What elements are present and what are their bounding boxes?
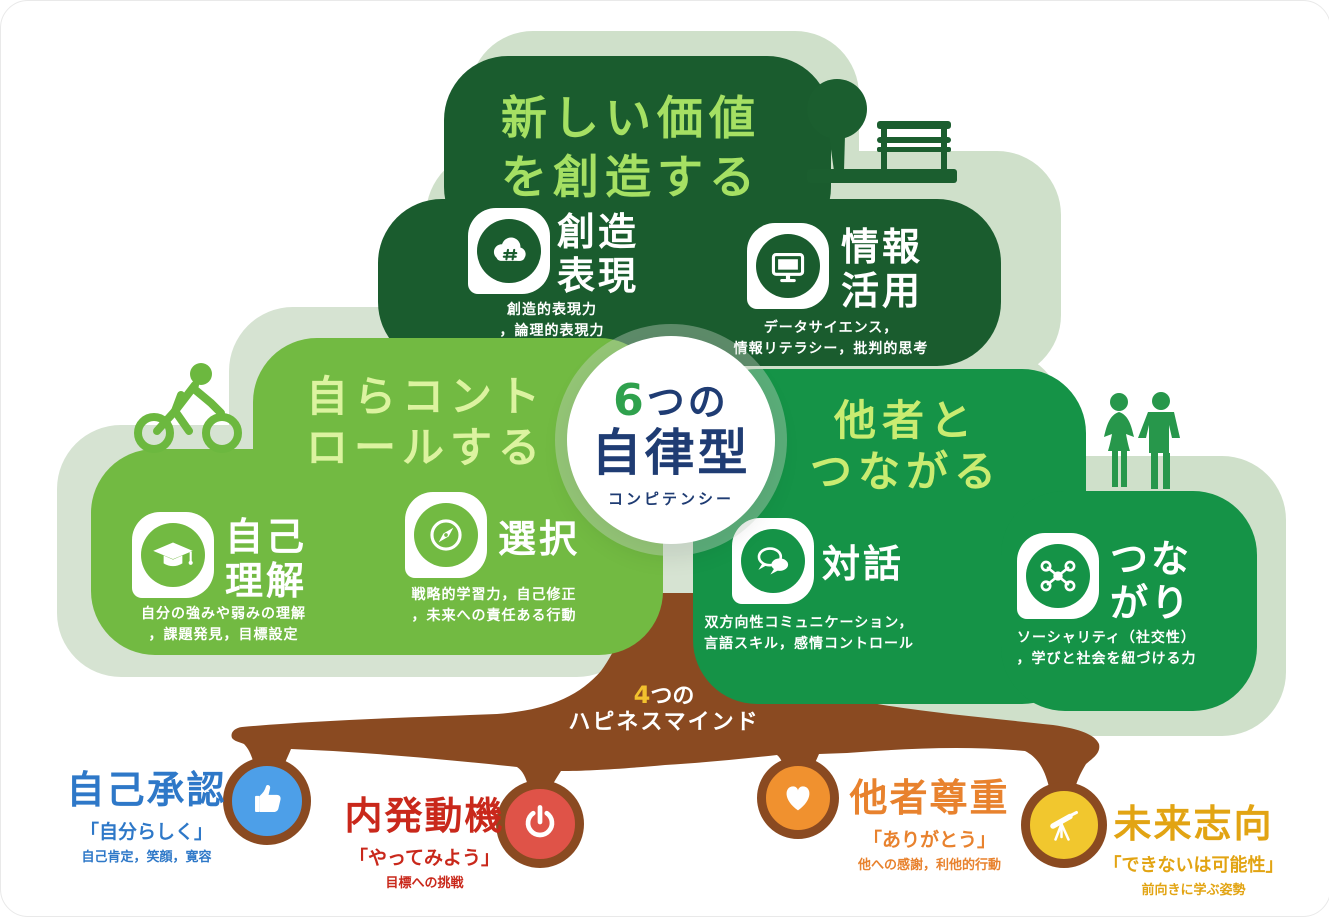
happiness-minds-count-line: 4つの xyxy=(564,681,764,710)
information-use-desc: データサイエンス， 情報リテラシー，批判的思考 xyxy=(651,318,1011,360)
intrinsic-motivation-desc: 目標への挑戦 xyxy=(385,876,464,891)
self-understanding-desc-line2: ，課題発見，目標設定 xyxy=(148,627,299,643)
dialogue-label-line1: 対話 xyxy=(822,542,905,586)
park-tree-bench-icon xyxy=(799,77,964,193)
information-use-icon-box xyxy=(747,223,829,309)
self-approval-label: 自己承認 「自分らしく」 自己肯定，笑顔，寛容 xyxy=(59,759,234,865)
self-approval-desc: 自己肯定，笑顔，寛容 xyxy=(81,850,212,865)
choice-desc-line1: 戦略的学習力，自己修正 xyxy=(411,587,577,603)
respect-others-circle xyxy=(757,757,839,839)
creative-expression-desc-line2: ，論理的表現力 xyxy=(499,323,605,339)
speech-bubbles-icon xyxy=(741,529,805,593)
respect-others-label: 他者尊重 「ありがとう」 他への感謝，利他的行動 xyxy=(842,767,1017,873)
happiness-minds-count-suffix: つの xyxy=(650,684,695,709)
network-icon xyxy=(1026,544,1090,608)
self-understanding-label-line2: 理解 xyxy=(225,559,308,604)
create-cloud-title: 新しい価値 を創造する xyxy=(436,89,826,207)
dialogue-label: 対話 xyxy=(822,542,904,586)
center-subtitle: コンピテンシー xyxy=(607,490,734,508)
connection-label-line1: つな xyxy=(1110,537,1193,581)
creative-expression-label-line1: 創造 xyxy=(557,210,640,254)
respect-others-name: 他者尊重 xyxy=(849,776,1010,820)
creative-expression-label-line2: 表現 xyxy=(557,254,640,299)
creative-expression-desc: 創造的表現力 ，論理的表現力 xyxy=(447,300,657,342)
standing-people-icon xyxy=(1095,391,1187,495)
root-branches xyxy=(231,593,1100,787)
center-count: 6 xyxy=(613,375,647,426)
connection-icon-box xyxy=(1017,533,1099,619)
future-oriented-desc: 前向きに学ぶ姿勢 xyxy=(1141,883,1246,898)
self-approval-circle xyxy=(223,757,311,845)
center-competency-badge: 6つの 自律型 コンピテンシー xyxy=(567,336,775,544)
intrinsic-motivation-name: 内発動機 xyxy=(344,794,505,838)
connect-cloud-title: 他者と つながる xyxy=(716,395,1096,497)
compass-icon xyxy=(414,503,478,567)
monitor-icon xyxy=(756,234,820,298)
control-title-line2: ロールする xyxy=(305,423,546,473)
creative-expression-label: 創造 表現 xyxy=(557,210,639,298)
create-title-line2: を創造する xyxy=(501,149,761,204)
connection-label: つな がり xyxy=(1110,537,1192,625)
create-title-line1: 新しい価値 xyxy=(501,91,761,145)
telescope-icon xyxy=(1039,798,1089,852)
intrinsic-motivation-label: 内発動機 「やってみよう」 目標への挑戦 xyxy=(337,785,512,891)
information-use-label-line1: 情報 xyxy=(841,225,924,269)
self-approval-name: 自己承認 xyxy=(66,768,227,812)
dialogue-icon-box xyxy=(732,518,814,604)
respect-others-quote: 「ありがとう」 xyxy=(862,829,996,851)
connect-title-line2: つながる xyxy=(809,447,1002,497)
happiness-minds-name: ハピネスマインド xyxy=(568,710,760,736)
respect-others-desc: 他への感謝，利他的行動 xyxy=(857,858,1001,873)
heart-icon xyxy=(774,772,822,824)
self-understanding-label-line1: 自己 xyxy=(225,515,308,559)
information-use-desc-line2: 情報リテラシー，批判的思考 xyxy=(733,341,929,357)
power-icon xyxy=(514,796,566,852)
choice-desc-line2: ，未来への責任ある行動 xyxy=(411,608,577,624)
dialogue-desc: 双方向性コミュニケーション， 言語スキル，感情コントロール xyxy=(699,613,919,655)
information-use-label-line2: 活用 xyxy=(841,269,924,314)
future-oriented-name: 未来志向 xyxy=(1113,802,1274,846)
connection-label-line2: がり xyxy=(1110,581,1193,626)
future-oriented-circle xyxy=(1021,782,1107,868)
connect-title-line1: 他者と xyxy=(833,396,978,445)
self-understanding-label: 自己 理解 xyxy=(225,515,307,603)
choice-label: 選択 xyxy=(498,517,580,561)
center-title: 自律型 xyxy=(591,424,751,482)
happiness-minds-label: 4つの ハピネスマインド xyxy=(564,681,764,737)
connection-desc-line2: ，学びと社会を紐づける力 xyxy=(1016,651,1197,667)
control-cloud-title: 自らコント ロールする xyxy=(231,371,621,473)
connection-desc-line1: ソーシャリティ（社交性） xyxy=(1017,630,1196,646)
center-count-suffix: つの xyxy=(646,380,729,424)
center-line1: 6つの xyxy=(613,371,729,426)
information-use-label: 情報 活用 xyxy=(841,225,923,313)
self-understanding-desc-line1: 自分の強みや弱みの理解 xyxy=(141,606,306,622)
intrinsic-motivation-circle xyxy=(496,780,584,868)
future-oriented-quote: 「できないは可能性」 xyxy=(1103,855,1284,876)
cyclist-icon xyxy=(129,361,247,460)
happiness-minds-count: 4 xyxy=(633,681,651,709)
thumbs-up-icon xyxy=(241,773,293,829)
future-oriented-label: 未来志向 「できないは可能性」 前向きに学ぶ姿勢 xyxy=(1101,793,1286,898)
choice-label-line1: 選択 xyxy=(498,517,581,561)
choice-desc: 戦略的学習力，自己修正 ，未来への責任ある行動 xyxy=(389,585,599,627)
graduation-cap-icon xyxy=(141,523,205,587)
self-understanding-icon-box xyxy=(132,512,214,598)
creative-expression-icon-box xyxy=(468,208,550,294)
intrinsic-motivation-quote: 「やってみよう」 xyxy=(348,847,501,869)
self-understanding-desc: 自分の強みや弱みの理解 ，課題発見，目標設定 xyxy=(106,604,341,646)
dialogue-desc-line1: 双方向性コミュニケーション， xyxy=(704,615,914,631)
self-approval-quote: 「自分らしく」 xyxy=(79,821,213,843)
dialogue-desc-line2: 言語スキル，感情コントロール xyxy=(704,636,914,652)
cloud-hash-icon xyxy=(477,219,541,283)
control-title-line1: 自らコント xyxy=(305,372,546,421)
information-use-desc-line1: データサイエンス， xyxy=(763,320,899,336)
creative-expression-desc-line1: 創造的表現力 xyxy=(507,302,597,318)
connection-desc: ソーシャリティ（社交性） ，学びと社会を紐づける力 xyxy=(1004,628,1209,670)
choice-icon-box xyxy=(405,492,487,578)
